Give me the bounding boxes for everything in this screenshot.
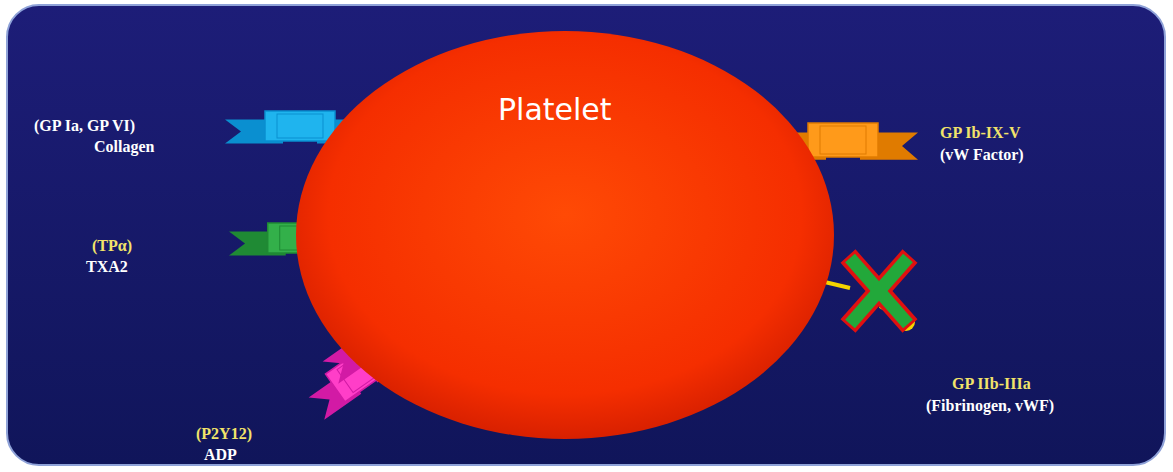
ligand-name: (Fibrinogen, vWF)	[926, 396, 1054, 415]
ligand-name: TXA2	[86, 257, 128, 276]
receptor-name: (GP Ia, GP VI)	[34, 116, 135, 135]
receptor-name: GP Ib-IX-V	[940, 123, 1020, 142]
ligand-name: ADP	[204, 445, 237, 464]
receptor-name: (P2Y12)	[196, 424, 252, 443]
ligand-name: Collagen	[94, 137, 154, 156]
platelet-outline	[295, 30, 835, 440]
platelet-cell: Platelet	[295, 30, 835, 440]
panel-ground	[7, 5, 1165, 465]
ligand-name: (vW Factor)	[940, 145, 1024, 164]
blocked-cross	[848, 256, 910, 326]
receptor-name: (TPα)	[92, 236, 132, 255]
receptor-name: GP IIb-IIIa	[952, 374, 1031, 393]
cell-title: Platelet	[498, 92, 612, 127]
